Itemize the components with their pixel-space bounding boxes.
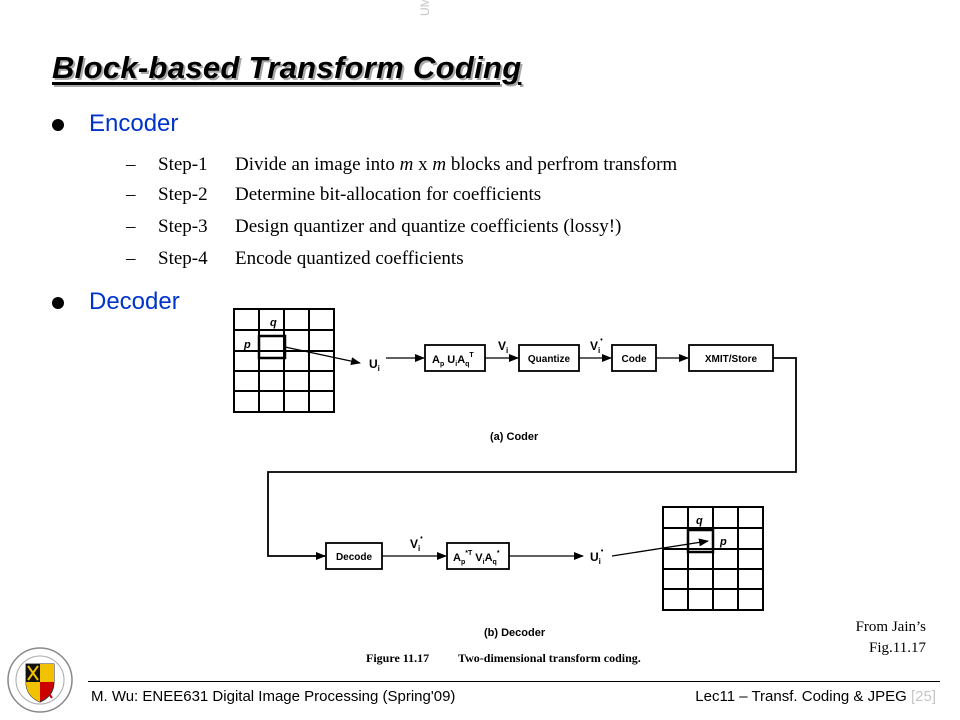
bullet-encoder: Encoder xyxy=(89,110,179,137)
footer-course: M. Wu: ENEE631 Digital Image Processing … xyxy=(91,688,456,705)
quantize-box xyxy=(518,344,580,372)
slide-title: Block-based Transform Coding xyxy=(52,50,522,85)
decode-box xyxy=(325,542,383,570)
decoder-grid-q-label: q xyxy=(696,515,703,527)
code-label: Code xyxy=(622,354,647,365)
coder-u-label: Ui xyxy=(369,357,380,373)
decode-label: Decode xyxy=(336,552,373,563)
bullet-dot xyxy=(52,119,64,131)
page-number: [25] xyxy=(910,688,936,705)
coder-block-grid xyxy=(233,308,335,413)
decoder-vstar-label: Vi• xyxy=(410,535,423,553)
inverse-transform-label: Ap*T ViAq* xyxy=(453,550,500,566)
xmit-store-box xyxy=(688,344,774,372)
coder-block-arrow xyxy=(284,346,361,366)
footer-lecture: Lec11 – Transf. Coding & JPEG [25] xyxy=(695,688,936,705)
bullet-dot xyxy=(52,297,64,309)
coder-grid-q-label: q xyxy=(270,317,277,329)
coder-vstar-label: Vi• xyxy=(590,337,603,355)
figure-caption-text: Two-dimensional transform coding. xyxy=(458,651,641,665)
figure-number: Figure 11.17 xyxy=(366,651,429,665)
decoder-block-arrow xyxy=(611,538,709,557)
coder-caption: (a) Coder xyxy=(490,431,539,443)
decoder-caption: (b) Decoder xyxy=(484,627,546,639)
figure-source: From Jain’s Fig.11.17 xyxy=(855,619,926,656)
coder-grid-p-label: p xyxy=(243,339,251,351)
channel-path xyxy=(267,357,797,560)
decoder-block-grid xyxy=(662,506,764,611)
forward-transform-label: Ap UiAqT xyxy=(432,352,474,368)
coder-v-label: Vi xyxy=(498,339,508,355)
decoder-grid-p-label: p xyxy=(719,536,727,548)
quantize-label: Quantize xyxy=(528,354,571,365)
bullet-decoder: Decoder xyxy=(89,288,180,315)
decoder-ustar-label: Ui• xyxy=(590,548,604,566)
xmit-store-label: XMIT/Store xyxy=(705,354,758,365)
footer-divider xyxy=(88,681,940,682)
university-seal-logo xyxy=(7,647,73,713)
